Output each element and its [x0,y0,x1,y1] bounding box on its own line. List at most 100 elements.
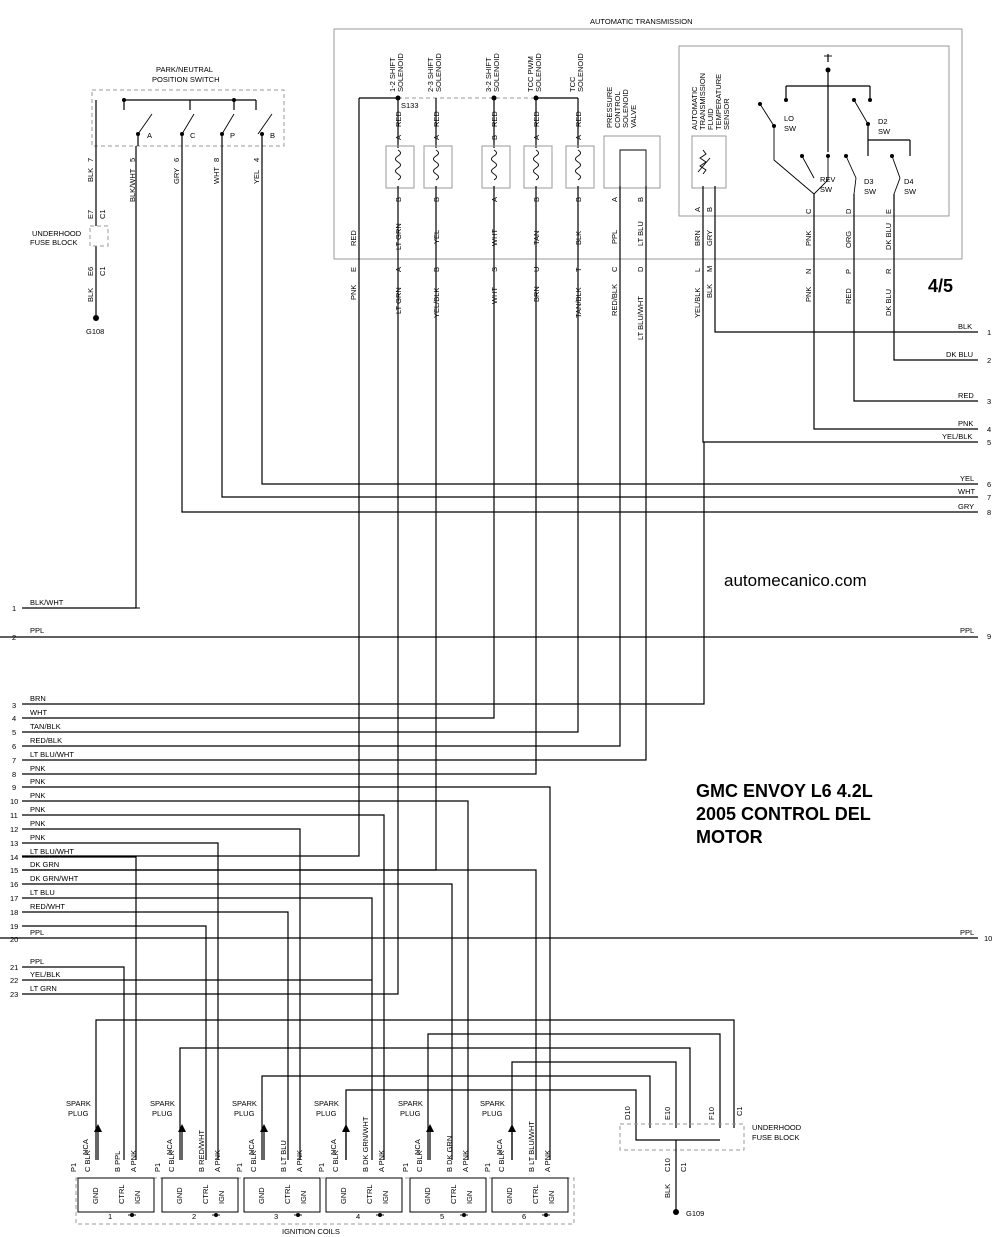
wire-path [619,149,647,186]
coil-pin-c: C BLK [167,1150,176,1172]
ignition-coils: IGNITION COILS [75,1177,575,1236]
wire-label: C1 [735,1106,744,1116]
wire-path [511,1061,677,1160]
wire-label: LT BLU [30,888,55,897]
wire-path [853,262,978,402]
wire-label: 3 [987,397,991,406]
coil-p1-label: P1 [401,1163,410,1172]
wire-label: VALVE [629,105,638,128]
wire-path [22,262,647,761]
wire-path [22,146,137,609]
coil-p1-label: P1 [317,1163,326,1172]
wire-label: PNK [958,419,973,428]
wire-label: TEMPERATURE [714,74,723,130]
wire-label: 10 [984,934,992,943]
wire-label: AUTOMATIC [690,86,699,130]
wire-label: C10 [663,1158,672,1172]
coil-nca-label: NCA [81,1139,90,1155]
underhood-fuse-block-top: UNDERHOOD FUSE BLOCK E7 C1 E6 C1 BLK G10… [30,146,109,336]
wire-label: 10 [10,797,18,806]
wire-label: B [270,131,275,140]
coil-box [243,1177,321,1213]
wire-label: SENSOR [722,98,731,130]
wire-label: SOLENOID [492,53,501,92]
wire-label: 21 [10,963,18,972]
wire-path [95,100,263,146]
component-outline [91,89,285,147]
wire-label: 3-2 SHIFT [484,57,493,92]
wire-label: BLK/WHT [30,598,64,607]
spark-plug-label: SPARK [398,1099,423,1108]
wire-path [22,262,495,719]
wire-label: 4 [252,158,261,162]
wire-path [759,103,775,127]
wire-path [22,262,579,733]
wire-label: RED [958,391,974,400]
wire-label: PPL [610,230,619,244]
wire-label: A [147,131,152,140]
wire-label: P [230,131,235,140]
wire-label: 9 [987,632,991,641]
wire-label: YEL [960,474,974,483]
wire-label: TAN [532,231,541,245]
wire-label: SW [878,127,891,136]
wire-label: B [394,197,403,202]
wire-label: LT GRN [394,223,403,250]
wire-path [785,72,871,152]
wire-label: 6 [12,742,16,751]
wire-path [181,146,978,513]
wire-label: L [693,268,702,272]
page-marker: 4/5 [928,276,953,296]
feed-out-color: PNK [349,285,358,300]
wire-label: 1 [12,604,16,613]
wire-label: B [636,197,645,202]
coil-pin-c: C BLK [497,1150,506,1172]
wire-label: C [190,131,196,140]
wire-label: BLK [705,284,714,298]
wire-label: 20 [10,935,18,944]
wire-label: 3 [12,701,16,710]
wire-label: A [490,197,499,202]
wire-label: DK BLU [946,350,973,359]
wire-label: 1 [987,328,991,337]
coil-pin-c: C BLK [331,1150,340,1172]
wire-label: C1 [98,209,107,219]
park-neutral-switch: PARK/NEUTRAL POSITION SWITCH A C P B 7 B… [86,65,285,202]
wire-label: DK BLU [884,289,893,316]
wire-path [699,149,707,175]
wire-label: A [693,207,702,212]
spark-plug-label: SPARK [232,1099,257,1108]
wire-label: 5 [12,728,16,737]
component-outline [481,145,511,189]
wire-label: E [884,209,893,214]
wire-label: 19 [10,922,18,931]
wire-label: BRN [693,230,702,246]
wire-path [22,442,705,705]
junction-node [673,1209,679,1215]
wire-label: 22 [10,976,18,985]
wire-path [845,155,857,179]
wire-label: 23 [10,990,18,999]
coil-terminal-label: IGN [133,1191,142,1204]
component-outline [75,1177,575,1225]
wire-path [95,1019,735,1160]
coil-nca-label: NCA [247,1139,256,1155]
wire-path [22,814,385,1160]
wire-label: LT BLU/WHT [30,847,74,856]
coil-p1-label: P1 [153,1163,162,1172]
coil-terminal-label: CTRL [449,1184,458,1204]
underhood-fuse-block-bottom: D10 E10 F10 C1 UNDERHOOD FUSE BLOCK C10 … [619,1106,802,1218]
wire-path [22,883,453,1160]
solenoid-1-2-shift: 1-2 SHIFT SOLENOID A RED B LT GRN A LT G… [385,53,415,314]
coil-pin-b: B DK GRN [445,1136,454,1172]
wire-label: B [574,197,583,202]
wire-label: D4 [904,177,914,186]
coil-pin-c: C BLK [83,1150,92,1172]
wire-label: A [432,135,441,140]
wire-label: B [490,135,499,140]
coil-pin-a: A PNK [129,1150,138,1172]
wire-label: 7 [86,158,95,162]
wire-label: RED/BLK [30,736,62,745]
